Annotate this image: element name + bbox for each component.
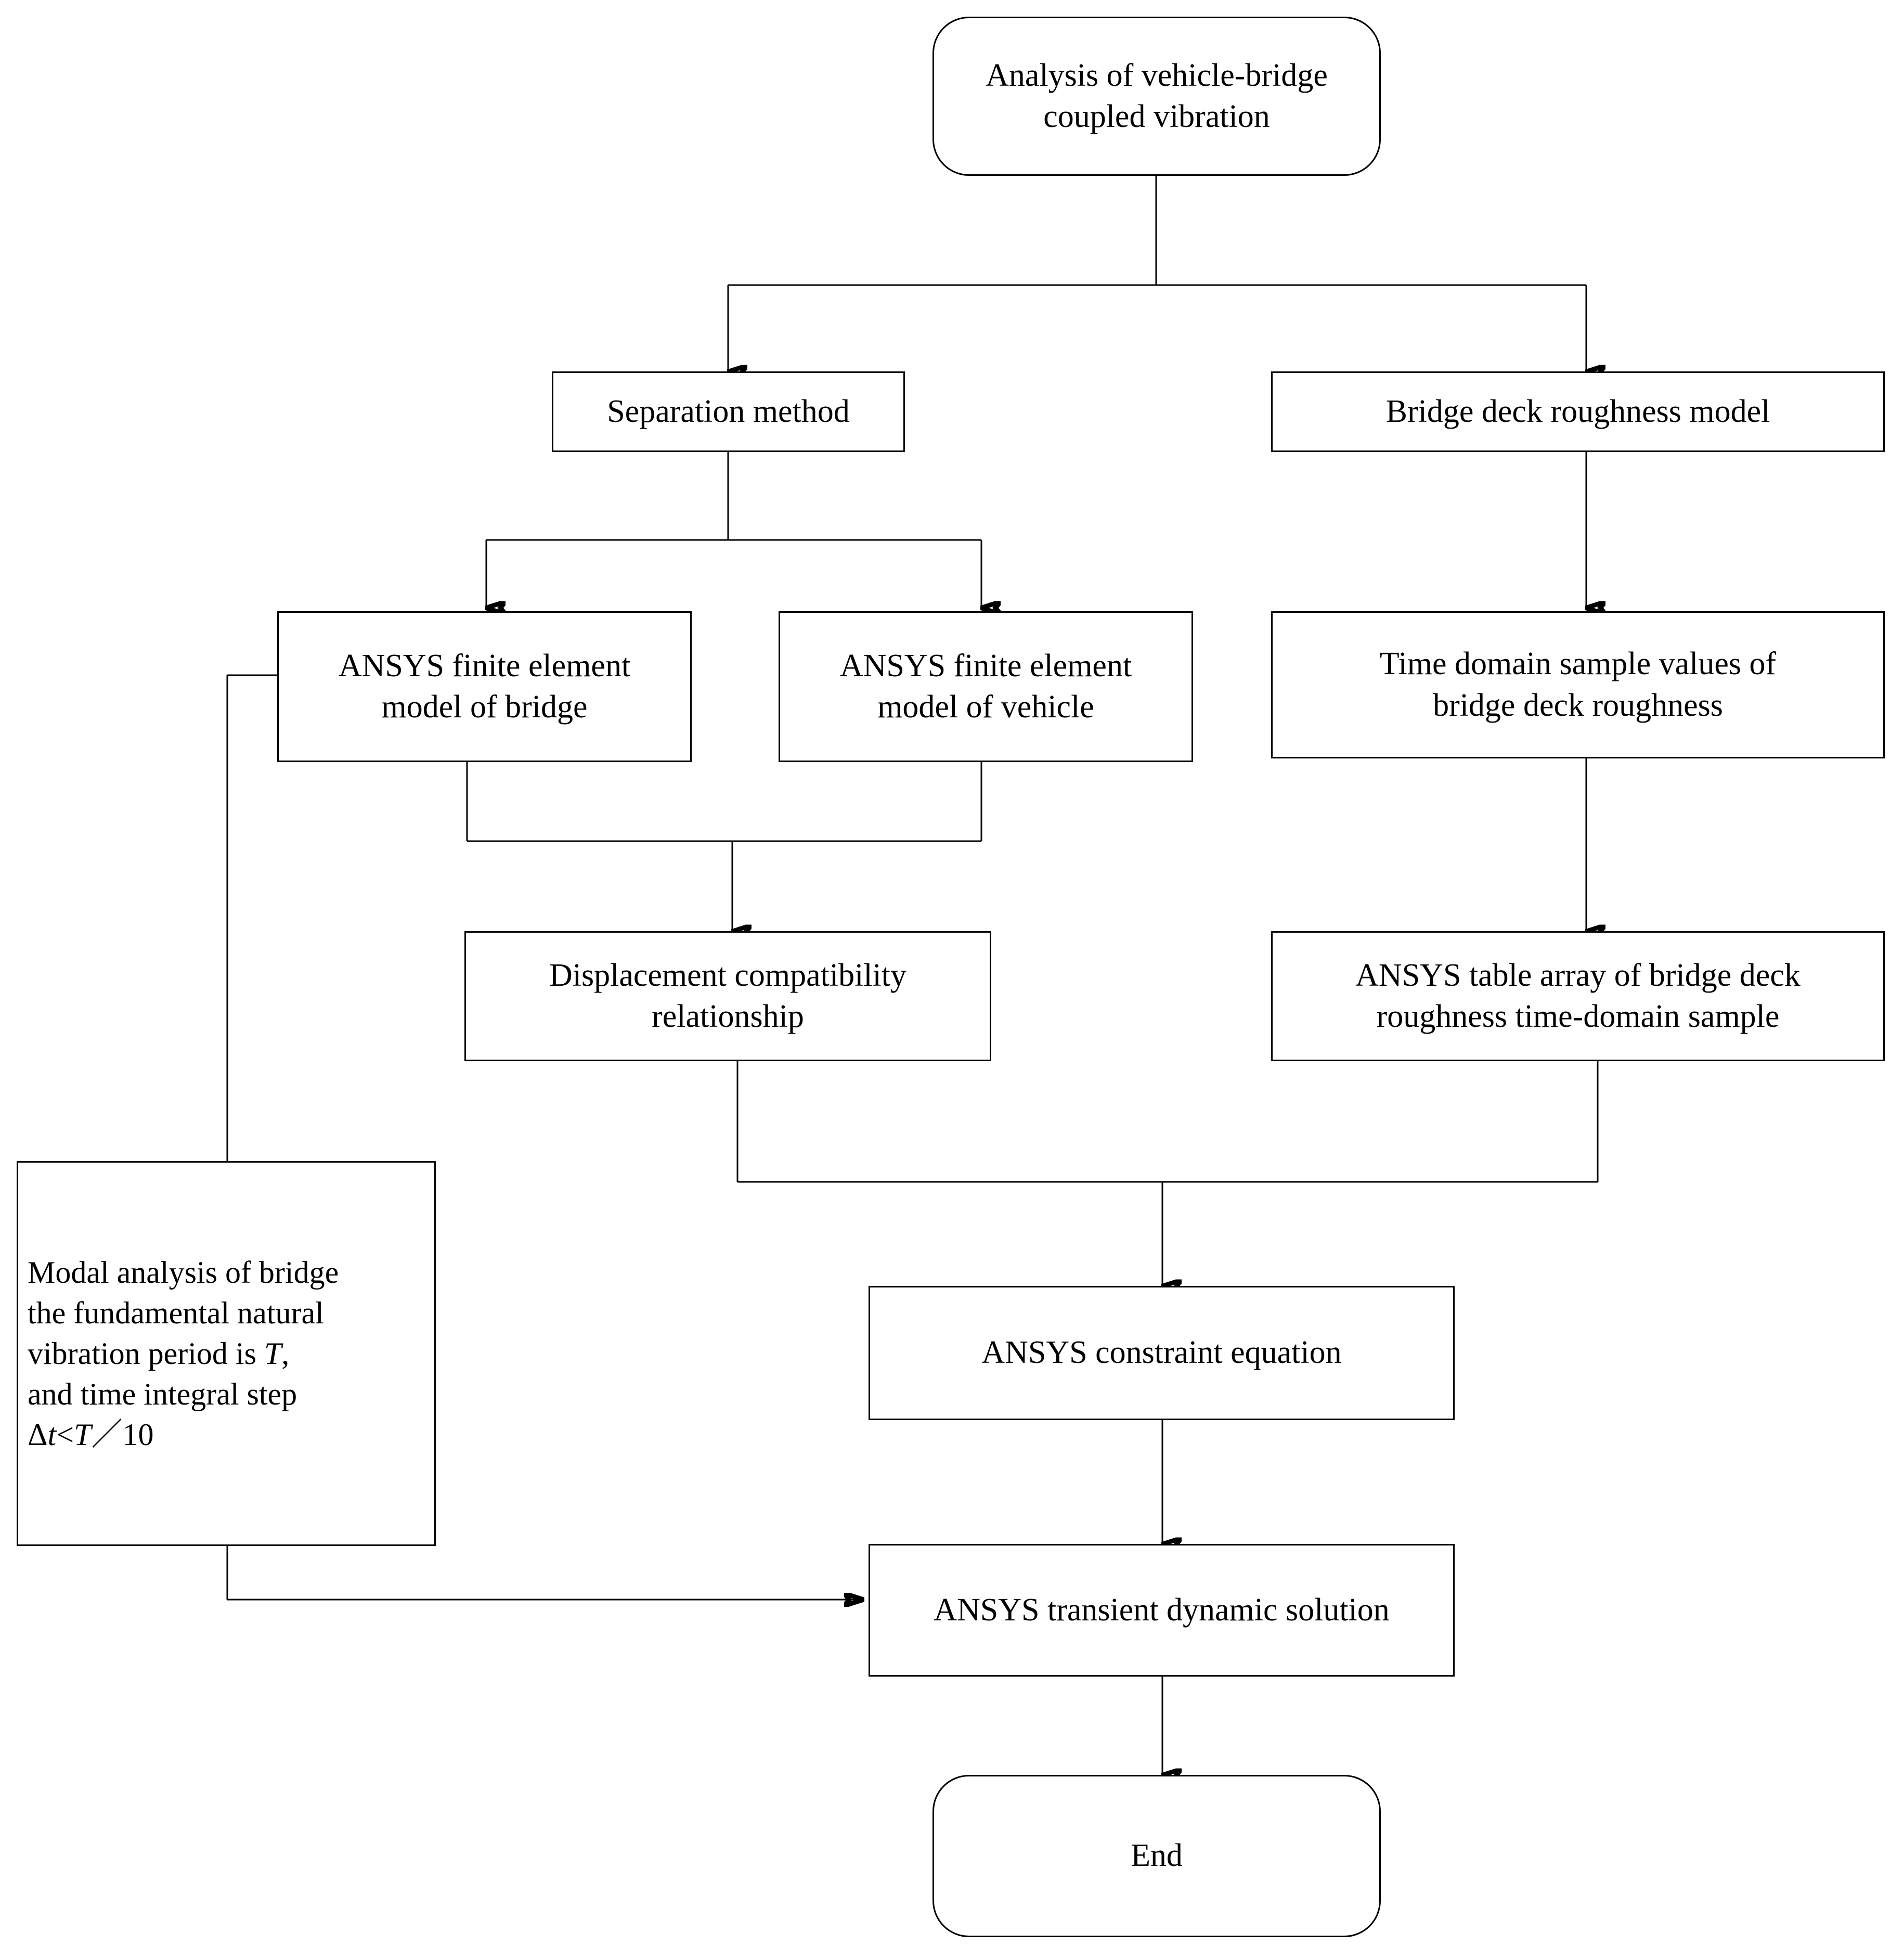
- modal-line-2: the fundamental natural: [28, 1296, 324, 1330]
- node-end[interactable]: End: [932, 1775, 1381, 1937]
- node-roughness-model-label: Bridge deck roughness model: [1385, 393, 1770, 429]
- node-table-array[interactable]: ANSYS table array of bridge deck roughne…: [1271, 931, 1885, 1061]
- node-separation-method-label: Separation method: [607, 393, 850, 429]
- modal-symbol-T2: T: [74, 1418, 92, 1452]
- node-constraint-equation-label: ANSYS constraint equation: [981, 1335, 1342, 1371]
- modal-symbol-delta: Δ: [28, 1418, 48, 1452]
- node-fe-model-bridge[interactable]: ANSYS finite element model of bridge: [277, 611, 692, 762]
- node-modal-analysis[interactable]: Modal analysis of bridge the fundamental…: [17, 1161, 436, 1546]
- modal-symbol-div10: ／10: [91, 1418, 154, 1452]
- modal-line-1: Modal analysis of bridge: [28, 1255, 339, 1290]
- modal-line-3-text: vibration period is: [28, 1336, 264, 1371]
- node-start[interactable]: Analysis of vehicle-bridge coupled vibra…: [932, 17, 1381, 176]
- node-displacement-compatibility-label: Displacement compatibility relationship: [549, 957, 906, 1034]
- modal-symbol-t: t: [47, 1418, 57, 1452]
- node-separation-method[interactable]: Separation method: [552, 371, 905, 452]
- node-time-domain-sample[interactable]: Time domain sample values of bridge deck…: [1271, 611, 1885, 758]
- node-table-array-label: ANSYS table array of bridge deck roughne…: [1355, 957, 1801, 1034]
- node-transient-solution[interactable]: ANSYS transient dynamic solution: [869, 1544, 1455, 1677]
- node-time-domain-sample-label: Time domain sample values of bridge deck…: [1379, 646, 1777, 723]
- node-fe-model-vehicle[interactable]: ANSYS finite element model of vehicle: [779, 611, 1193, 762]
- node-roughness-model[interactable]: Bridge deck roughness model: [1271, 371, 1885, 452]
- node-displacement-compatibility[interactable]: Displacement compatibility relationship: [464, 931, 991, 1061]
- modal-line-3-comma: ,: [281, 1336, 290, 1371]
- modal-line-5: Δt<T／10: [28, 1414, 425, 1455]
- node-end-label: End: [1131, 1838, 1183, 1874]
- modal-line-3: vibration period is T,: [28, 1333, 425, 1374]
- modal-symbol-lt: <: [56, 1418, 74, 1452]
- node-constraint-equation[interactable]: ANSYS constraint equation: [869, 1286, 1455, 1420]
- node-fe-model-vehicle-label: ANSYS finite element model of vehicle: [839, 648, 1132, 725]
- node-transient-solution-label: ANSYS transient dynamic solution: [934, 1592, 1390, 1628]
- modal-symbol-period: T: [264, 1336, 282, 1371]
- node-start-label: Analysis of vehicle-bridge coupled vibra…: [986, 57, 1328, 134]
- modal-line-4: and time integral step: [28, 1377, 297, 1411]
- node-fe-model-bridge-label: ANSYS finite element model of bridge: [338, 648, 631, 725]
